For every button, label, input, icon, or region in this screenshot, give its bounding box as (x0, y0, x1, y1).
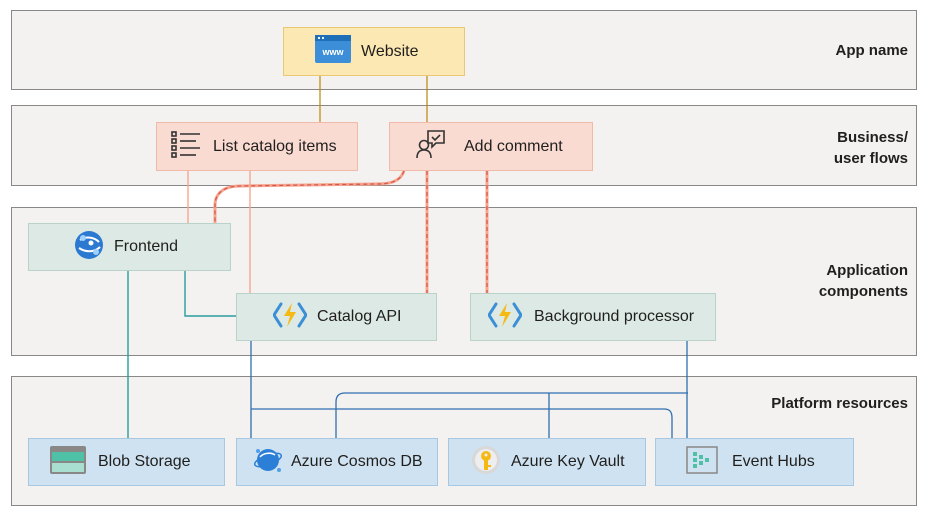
www-icon: www (315, 35, 351, 68)
layer-label-flows: Business/ user flows (834, 127, 908, 169)
event-hubs-icon (686, 445, 718, 479)
user-comment-icon (416, 129, 446, 164)
flow-list-catalog-items[interactable]: List catalog items (156, 122, 358, 171)
component-catalog-api[interactable]: Catalog API (236, 293, 437, 341)
component-background-processor[interactable]: Background processor (470, 293, 716, 341)
component-frontend[interactable]: Frontend (28, 223, 231, 271)
layer-label-flows-line2: user flows (833, 150, 908, 167)
flow-add-comment[interactable]: Add comment (389, 122, 593, 171)
resource-event-hubs-label: Event Hubs (732, 453, 815, 470)
resource-event-hubs[interactable]: Event Hubs (655, 438, 854, 486)
layer-label-app-name: App name (835, 42, 908, 59)
cosmos-db-icon (253, 445, 283, 480)
resource-azure-key-vault[interactable]: Azure Key Vault (448, 438, 646, 486)
resource-azure-cosmos-db[interactable]: Azure Cosmos DB (236, 438, 438, 486)
app-service-icon (74, 230, 104, 265)
key-vault-icon (471, 445, 501, 480)
function-icon (272, 301, 308, 334)
website-label: Website (361, 42, 419, 60)
layer-label-components-line1: Application (826, 262, 908, 279)
component-background-processor-label: Background processor (534, 308, 695, 325)
resource-azure-cosmos-db-label: Azure Cosmos DB (291, 453, 423, 470)
resource-azure-key-vault-label: Azure Key Vault (511, 453, 625, 470)
layer-label-components: Application components (819, 260, 908, 302)
flow-add-comment-label: Add comment (464, 137, 563, 155)
layer-label-flows-line1: Business/ (837, 129, 908, 146)
connector-frontend-catalog (184, 271, 236, 317)
resource-blob-storage[interactable]: Blob Storage (28, 438, 225, 486)
connector-comment-frontend (213, 170, 406, 223)
storage-icon (50, 445, 86, 479)
layer-label-platform: Platform resources (771, 395, 908, 412)
resource-blob-storage-label: Blob Storage (98, 453, 191, 470)
component-catalog-api-label: Catalog API (317, 308, 402, 325)
layer-label-components-line2: components (818, 283, 908, 300)
flow-list-catalog-items-label: List catalog items (213, 137, 337, 155)
list-icon (171, 130, 201, 163)
website-box[interactable]: www Website (283, 27, 465, 76)
component-frontend-label: Frontend (114, 238, 179, 255)
connector-platform-bus (250, 341, 688, 438)
function-icon (487, 301, 523, 334)
svg-text:www: www (321, 47, 344, 57)
